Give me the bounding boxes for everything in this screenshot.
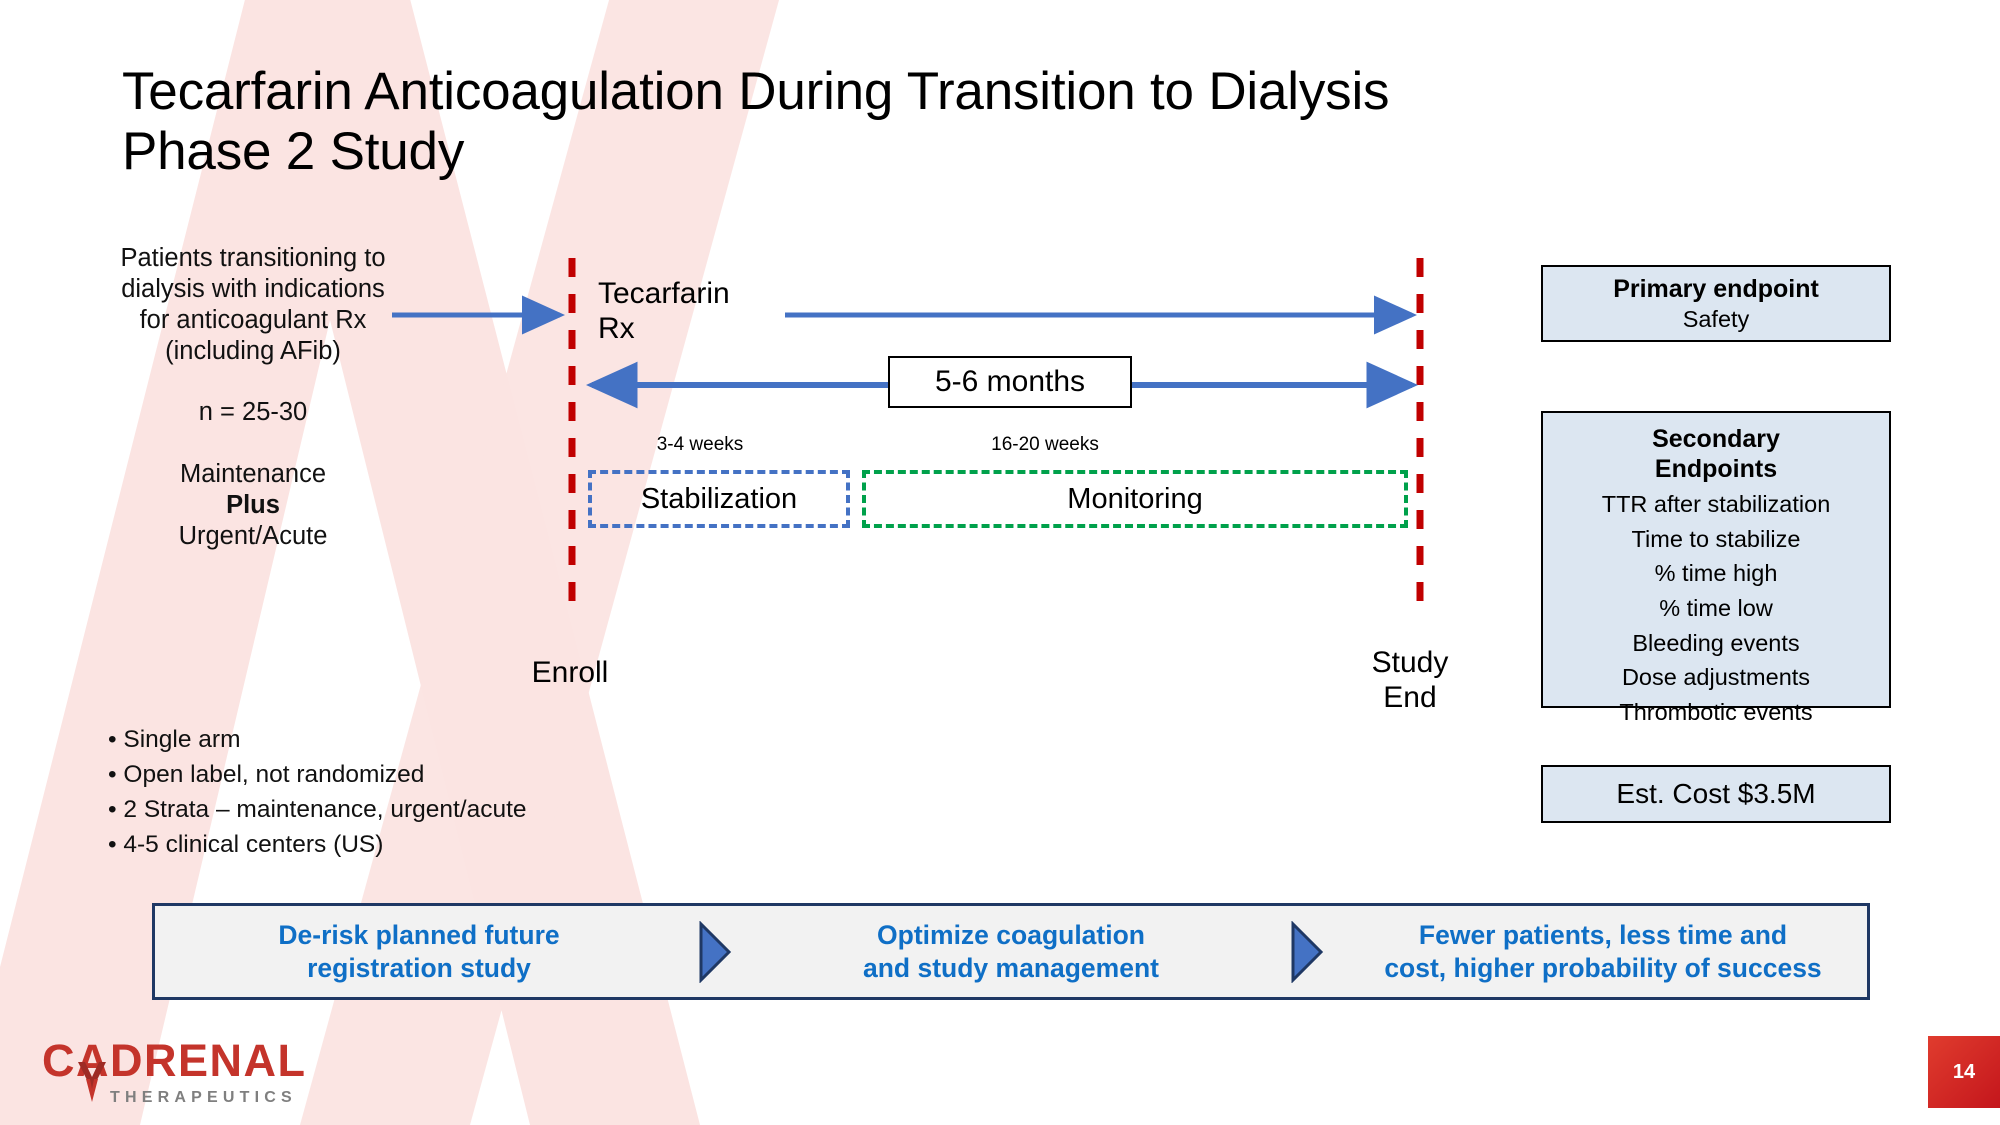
secondary-endpoints-heading-line-2: Endpoints xyxy=(1654,454,1778,483)
strata-urgent-acute: Urgent/Acute xyxy=(178,521,328,550)
population-description: Patients transitioning to dialysis with … xyxy=(120,244,386,366)
treatment-label: Tecarfarin Rx xyxy=(598,276,730,346)
study-end-label: Study End xyxy=(1310,645,1510,715)
enroll-label: Enroll xyxy=(531,656,609,689)
secondary-endpoint-item: % time low xyxy=(1659,594,1773,621)
treatment-label-line-2: Rx xyxy=(598,312,635,346)
estimated-cost-box: Est. Cost $3.5M xyxy=(1541,765,1891,823)
list-item: • 2 Strata – maintenance, urgent/acute xyxy=(108,795,527,823)
banner-item-3-line-1: Fewer patients, less time and xyxy=(1418,920,1788,951)
monitoring-duration-label: 16-20 weeks xyxy=(991,434,1099,455)
banner-item-2-line-1: Optimize coagulation xyxy=(877,920,1145,951)
list-item: • Open label, not randomized xyxy=(108,760,425,788)
chevron-right-icon xyxy=(1275,917,1339,987)
phase-box-stabilization: Stabilization xyxy=(588,470,850,528)
secondary-endpoint-item: TTR after stabilization xyxy=(1601,491,1831,517)
title-line-1: Tecarfarin Anticoagulation During Transi… xyxy=(122,62,1390,121)
svg-text:THERAPEUTICS: THERAPEUTICS xyxy=(110,1089,297,1106)
value-proposition-banner: De-risk planned future registration stud… xyxy=(152,903,1870,1000)
strata-maintenance: Maintenance xyxy=(179,459,326,488)
duration-badge: 5-6 months xyxy=(888,356,1132,408)
cadrenal-logo-icon: CADRENAL THERAPEUTICS xyxy=(42,1035,307,1106)
sample-size: n = 25-30 xyxy=(198,398,308,427)
secondary-endpoint-item: Thrombotic events xyxy=(1619,698,1813,725)
secondary-endpoint-item: Time to stabilize xyxy=(1631,525,1801,552)
treatment-label-line-1: Tecarfarin xyxy=(598,277,730,310)
list-item: • Single arm xyxy=(108,726,241,753)
secondary-endpoint-item: Bleeding events xyxy=(1632,629,1800,656)
banner-item-1: De-risk planned future registration stud… xyxy=(155,919,683,984)
banner-item-3-line-2: cost, higher probability of success xyxy=(1384,952,1822,983)
list-item: • 4-5 clinical centers (US) xyxy=(108,830,384,858)
page-number-badge: 14 xyxy=(1928,1036,2000,1108)
secondary-endpoint-item: Dose adjustments xyxy=(1621,664,1811,691)
primary-endpoint-body: Safety xyxy=(1682,305,1750,332)
strata-block: Maintenance Plus Urgent/Acute xyxy=(108,459,398,552)
strata-plus: Plus xyxy=(226,490,280,519)
study-end-line-2: End xyxy=(1383,681,1437,715)
design-bullet-list: • Single arm • Open label, not randomize… xyxy=(108,723,527,863)
secondary-endpoints-box: Secondary Endpoints TTR after stabilizat… xyxy=(1541,411,1891,725)
title-line-2: Phase 2 Study xyxy=(122,121,465,181)
primary-endpoint-heading: Primary endpoint xyxy=(1613,275,1819,303)
svg-text:CADRENAL: CADRENAL xyxy=(42,1035,307,1086)
banner-item-1-line-2: registration study xyxy=(307,952,531,983)
banner-item-2-line-2: and study management xyxy=(863,952,1159,983)
secondary-endpoint-item: % time high xyxy=(1654,560,1778,587)
stabilization-duration-label: 3-4 weeks xyxy=(656,434,744,455)
banner-item-1-line-1: De-risk planned future xyxy=(278,920,560,951)
banner-item-3: Fewer patients, less time and cost, high… xyxy=(1339,919,1867,984)
page-title: Tecarfarin Anticoagulation During Transi… xyxy=(122,62,1842,182)
primary-endpoint-box: Primary endpoint Safety xyxy=(1541,265,1891,342)
phase-box-monitoring: Monitoring xyxy=(862,470,1408,528)
study-end-line-1: Study xyxy=(1371,646,1449,679)
secondary-endpoints-heading-line-1: Secondary xyxy=(1652,425,1780,453)
chevron-right-icon xyxy=(683,917,747,987)
banner-item-2: Optimize coagulation and study managemen… xyxy=(747,919,1275,984)
population-column: Patients transitioning to dialysis with … xyxy=(108,243,398,552)
